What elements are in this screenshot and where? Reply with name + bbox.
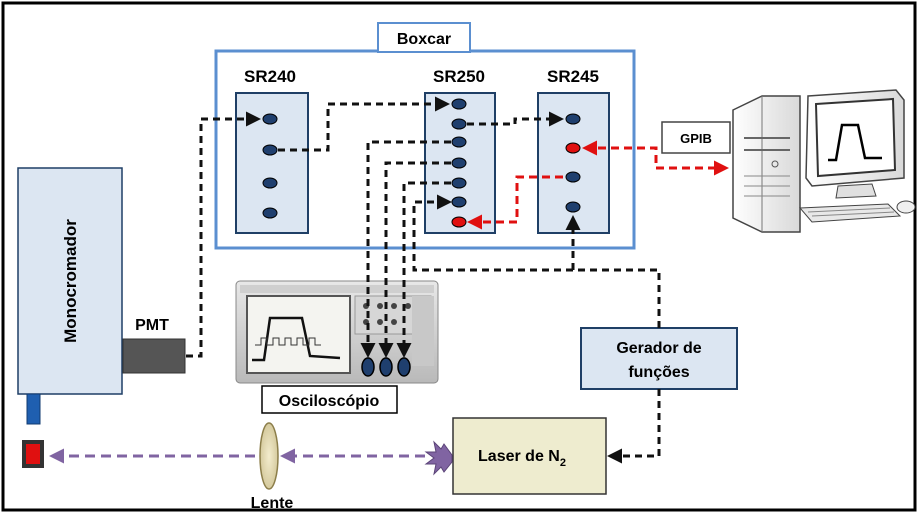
laser-burst-icon	[424, 440, 453, 476]
sr240-connectors	[262, 113, 278, 219]
gpib-link	[582, 140, 729, 176]
osciloscopio-label-box	[261, 385, 398, 414]
monochromator-box	[17, 167, 123, 395]
connector	[262, 144, 278, 156]
connector	[451, 157, 467, 169]
connector	[262, 207, 278, 219]
connector-red	[451, 216, 467, 228]
pmt-label: PMT	[135, 317, 169, 334]
lente-label: Lente	[251, 495, 294, 512]
osciloscopio-label: Osciloscópio	[279, 393, 380, 410]
connector	[451, 136, 467, 148]
connector	[451, 196, 467, 208]
computer-icon	[732, 89, 916, 233]
boxcar-label: Boxcar	[397, 31, 451, 48]
connector-red	[565, 142, 581, 154]
connector	[451, 98, 467, 110]
laser-label-subscript: 2	[560, 457, 566, 469]
sr250-label: SR250	[433, 67, 485, 86]
connector	[451, 177, 467, 189]
sr245-label: SR245	[547, 67, 599, 86]
connector	[565, 201, 581, 213]
boxcar-label-box	[377, 22, 471, 53]
gpib-label: GPIB	[680, 131, 712, 146]
laser-label: Laser de N2	[478, 448, 566, 469]
monochromator-label: Monocromador	[61, 219, 80, 343]
function-generator-line1: Gerador de	[616, 340, 701, 357]
lens-icon	[259, 422, 279, 490]
pmt-tube	[122, 338, 186, 374]
laser-box	[452, 417, 607, 495]
signal-connections	[186, 96, 661, 464]
sr245-connectors	[565, 113, 581, 213]
sr250-connectors	[451, 98, 467, 228]
connector	[565, 113, 581, 125]
laser-label-main: Laser de N	[478, 448, 560, 465]
detector-icon	[22, 393, 44, 468]
connector	[451, 118, 467, 130]
sr240-label: SR240	[244, 67, 296, 86]
connector	[262, 177, 278, 189]
sr245-to-sr250-red-link	[467, 175, 563, 230]
connector	[565, 171, 581, 183]
function-generator-line2: funções	[628, 364, 689, 381]
function-generator-box	[580, 327, 738, 390]
connector	[262, 113, 278, 125]
oscilloscope-icon	[235, 280, 439, 384]
